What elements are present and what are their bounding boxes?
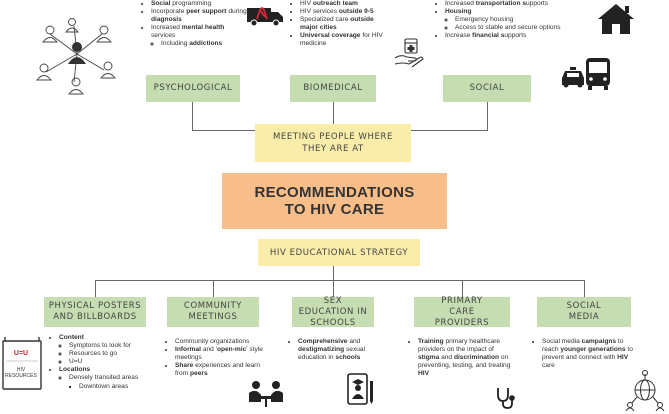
community-box: COMMUNITY MEETINGS bbox=[167, 297, 259, 327]
community-item-2: Informal and 'open-mic' style meetings bbox=[175, 346, 269, 362]
bottom-drop-1 bbox=[95, 280, 96, 297]
billboard-sign-icon bbox=[2, 337, 42, 390]
sign-uu-text: U=U bbox=[13, 350, 29, 357]
posters-item-2: Symptoms to look for bbox=[69, 342, 155, 350]
bottom-drop-5 bbox=[584, 280, 585, 297]
psychological-box: PSYCHOLOGICAL bbox=[146, 75, 240, 102]
bio-item-4: Universal coverage for HIV medicine bbox=[300, 32, 386, 48]
biomedical-label: BIOMEDICAL bbox=[303, 83, 363, 93]
strategy-label: HIV EDUCATIONAL STRATEGY bbox=[269, 247, 409, 258]
soc-item-4: Access to stable and secure options bbox=[455, 24, 585, 32]
meeting-people-box: MEETING PEOPLE WHERE THEY ARE AT bbox=[255, 124, 411, 162]
social-box: SOCIAL bbox=[443, 75, 531, 102]
top-right-drop bbox=[487, 102, 488, 131]
house-icon bbox=[598, 4, 634, 34]
primary-item-1: Training primary healthcare providers on… bbox=[418, 338, 516, 378]
primary-care-details: Training primary healthcare providers on… bbox=[408, 338, 516, 378]
meeting-people-label: MEETING PEOPLE WHERE THEY ARE AT bbox=[273, 132, 393, 154]
biomedical-box: BIOMEDICAL bbox=[290, 75, 376, 102]
strategy-box: HIV EDUCATIONAL STRATEGY bbox=[258, 239, 420, 266]
taxi-icon bbox=[562, 67, 584, 88]
bottom-center-stem bbox=[333, 265, 334, 281]
community-item-3: Share experiences and learn from peers bbox=[175, 362, 269, 378]
sexed-item-1: Comprehensive and destigmatizing sexual … bbox=[298, 338, 384, 362]
posters-box: PHYSICAL POSTERS AND BILLBOARDS bbox=[44, 297, 146, 327]
social-media-label: SOCIAL MEDIA bbox=[566, 301, 602, 322]
bottom-drop-3 bbox=[333, 280, 334, 297]
posters-item-4: U=U bbox=[69, 358, 155, 366]
psych-item-3: Increased mental health services Includi… bbox=[151, 24, 249, 48]
posters-item-6: Densely transited areas Downtown areas bbox=[69, 374, 155, 390]
bio-item-3: Specialized care outside major cities bbox=[300, 16, 386, 32]
ambulance-icon bbox=[247, 7, 283, 27]
posters-item-7: Downtown areas bbox=[79, 383, 155, 391]
soc-item-5: Increase financial supports bbox=[445, 32, 585, 40]
sexed-details: Comprehensive and destigmatizing sexual … bbox=[288, 338, 384, 362]
bus-icon bbox=[586, 58, 610, 90]
psych-item-4: Including addictions bbox=[161, 40, 249, 48]
posters-item-locations: Locations Densely transited areas Downto… bbox=[59, 366, 155, 390]
bio-item-1: HIV outreach team bbox=[300, 0, 386, 8]
social-media-details: Social media campaigns to reach younger … bbox=[532, 338, 640, 370]
bottom-drop-2 bbox=[213, 280, 214, 297]
medicine-hand-icon bbox=[394, 38, 424, 68]
student-document-icon bbox=[347, 373, 373, 405]
psychological-details: Social programming Incorporate peer supp… bbox=[141, 0, 249, 49]
soc-item-3: Emergency housing bbox=[455, 16, 585, 24]
posters-item-content: Content Symptoms to look for Resources t… bbox=[59, 334, 155, 366]
stethoscope-icon bbox=[497, 388, 515, 409]
hiv-ribbon-icon bbox=[256, 7, 268, 20]
posters-details: Content Symptoms to look for Resources t… bbox=[49, 334, 155, 391]
psych-item-2: Incorporate peer support during diagnosi… bbox=[151, 8, 249, 24]
community-label: COMMUNITY MEETINGS bbox=[183, 301, 243, 322]
community-details: Community organizations Informal and 'op… bbox=[165, 338, 269, 378]
posters-label: PHYSICAL POSTERS AND BILLBOARDS bbox=[48, 301, 142, 322]
bio-item-2: HIV services outside 9-5 bbox=[300, 8, 386, 16]
sexed-box: SEX EDUCATION IN SCHOOLS bbox=[292, 295, 374, 328]
biomedical-details: HIV outreach team HIV services outside 9… bbox=[290, 0, 386, 49]
posters-item-3: Resources to go bbox=[69, 350, 155, 358]
soc-item-2: Housing Emergency housing Access to stab… bbox=[445, 8, 585, 32]
social-media-box: SOCIAL MEDIA bbox=[537, 297, 631, 327]
primary-care-label: PRIMARY CARE PROVIDERS bbox=[434, 295, 490, 328]
sign-resources-text: HIV RESOURCES bbox=[5, 367, 37, 379]
page-title: RECOMMENDATIONS TO HIV CARE bbox=[254, 184, 415, 218]
social-media-item-1: Social media campaigns to reach younger … bbox=[542, 338, 640, 370]
social-details: Increased transportation supports Housin… bbox=[435, 0, 585, 40]
psychological-label: PSYCHOLOGICAL bbox=[153, 83, 233, 93]
bottom-horizontal-connector bbox=[95, 280, 585, 281]
primary-care-box: PRIMARY CARE PROVIDERS bbox=[414, 295, 510, 328]
sexed-label: SEX EDUCATION IN SCHOOLS bbox=[298, 295, 368, 328]
title-box: RECOMMENDATIONS TO HIV CARE bbox=[222, 173, 447, 229]
psych-item-1: Social programming bbox=[151, 0, 249, 8]
people-network-icon bbox=[36, 18, 116, 95]
top-left-drop bbox=[192, 102, 193, 131]
social-label: SOCIAL bbox=[469, 83, 505, 93]
bottom-drop-4 bbox=[462, 280, 463, 297]
community-item-1: Community organizations bbox=[175, 338, 269, 346]
top-middle-drop bbox=[333, 102, 334, 126]
soc-item-1: Increased transportation supports bbox=[445, 0, 585, 8]
globe-network-icon bbox=[625, 370, 665, 412]
meeting-table-icon bbox=[249, 381, 283, 407]
